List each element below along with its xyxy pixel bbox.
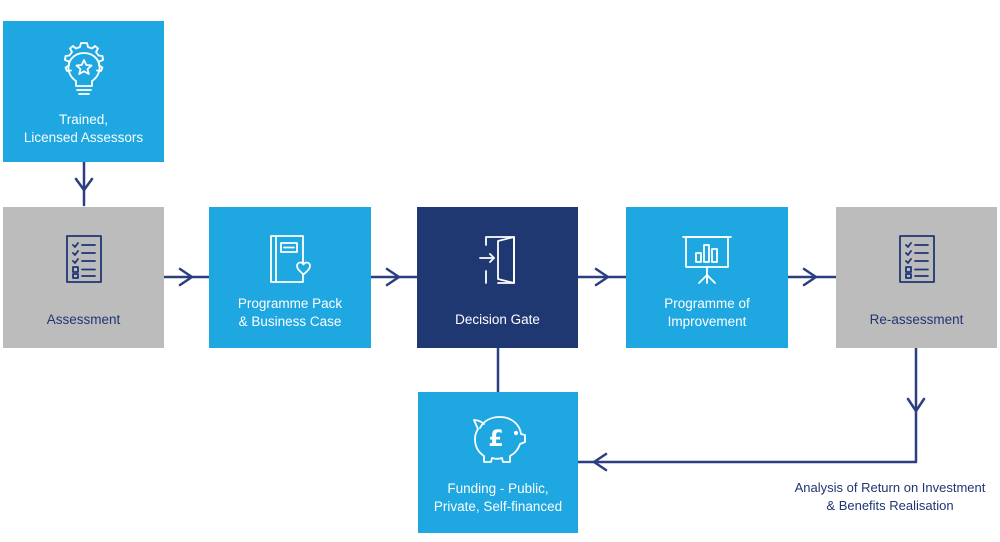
- node-label-line: Funding - Public,: [447, 481, 549, 496]
- annotation-line: & Benefits Realisation: [826, 498, 954, 513]
- checklist-icon: [897, 233, 937, 285]
- node-label-line: Assessment: [46, 312, 121, 327]
- lightbulb-star-gear-icon: [56, 39, 112, 99]
- node-funding: £ Funding - Public, Private, Self-financ…: [418, 392, 578, 533]
- arrowhead-assessment-pack: [178, 267, 194, 287]
- node-assessment: Assessment: [3, 207, 164, 348]
- node-programme-improvement: Programme of Improvement: [626, 207, 788, 348]
- node-label-line: Programme Pack: [237, 296, 343, 311]
- node-programme-pack: Programme Pack & Business Case: [209, 207, 371, 348]
- connector-reassess-funding: [576, 346, 918, 464]
- arrowhead-improve-reassess: [802, 267, 818, 287]
- node-label-line: Re-assessment: [869, 312, 964, 327]
- door-exit-icon: [476, 233, 520, 287]
- node-label-line: Licensed Assessors: [23, 130, 144, 145]
- annotation-line: Analysis of Return on Investment: [794, 480, 986, 495]
- node-trained-assessors: Trained, Licensed Assessors: [3, 21, 164, 162]
- arrowhead-pack-decision: [385, 267, 401, 287]
- piggy-bank-pound-icon: £: [466, 410, 530, 466]
- arrowhead-reassess-down: [906, 397, 926, 413]
- node-label-line: Private, Self-financed: [433, 499, 563, 514]
- svg-text:£: £: [488, 427, 503, 452]
- notebook-heart-icon: [265, 233, 315, 287]
- node-label-line: Trained,: [58, 112, 109, 127]
- node-label-line: Programme of: [664, 296, 750, 311]
- annotation-return-on-investment: Analysis of Return on Investment & Benef…: [780, 479, 1000, 515]
- checklist-icon: [64, 233, 104, 285]
- presentation-chart-icon: [680, 233, 734, 287]
- node-label-line: & Business Case: [238, 314, 342, 329]
- node-decision-gate: Decision Gate: [417, 207, 578, 348]
- node-re-assessment: Re-assessment: [836, 207, 997, 348]
- arrowhead-trained-assessment: [74, 177, 94, 192]
- node-label-line: Decision Gate: [455, 312, 540, 327]
- node-label-line: Improvement: [667, 314, 747, 329]
- arrowhead-decision-improve: [594, 267, 610, 287]
- arrowhead-funding: [592, 452, 608, 472]
